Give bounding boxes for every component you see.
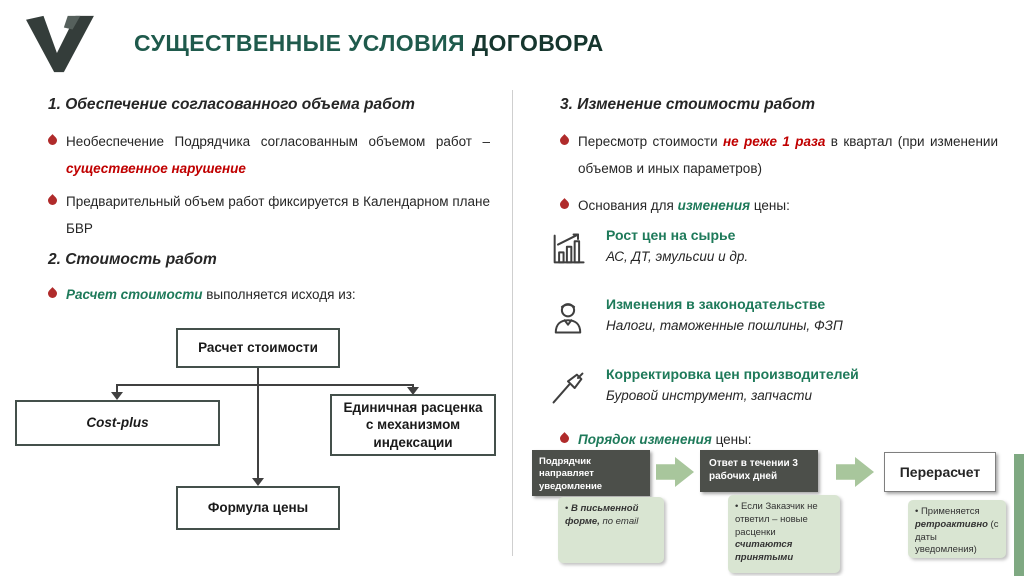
page-title: СУЩЕСТВЕННЫЕ УСЛОВИЯ ДОГОВОРА — [134, 30, 604, 57]
section1-heading: 1. Обеспечение согласованного объема раб… — [48, 96, 415, 113]
bullet-accent-red: существенное нарушение — [66, 161, 246, 176]
bullet-text: Основания для — [578, 198, 678, 213]
note-marker: • — [915, 506, 921, 517]
flame-bullet-icon — [46, 134, 59, 147]
flame-bullet-icon — [558, 198, 571, 211]
reason-texts: Корректировка цен производителей Буровой… — [606, 366, 859, 403]
process-step-recalculation: Перерасчет — [884, 452, 996, 492]
arrowhead-down-icon — [111, 392, 123, 400]
note-text: Если Заказчик не ответил – новые расценк… — [735, 501, 818, 538]
diagram-box-cost-calculation: Расчет стоимости — [176, 328, 340, 368]
green-accent-strip — [1014, 454, 1024, 576]
note-text: (с даты уведомления) — [915, 518, 999, 556]
bullet-item-change-grounds: Основания для изменения цены: — [558, 192, 998, 219]
process-note-retroactive: • Применяется ретроактивно (с даты уведо… — [908, 500, 1006, 558]
bullet-text: выполняется исходя из: — [202, 287, 356, 302]
bullet-accent-green: изменения — [677, 198, 751, 213]
note-text: Применяется — [920, 506, 980, 517]
reason-title: Изменения в законодательстве — [606, 296, 826, 312]
flow-arrow-icon — [656, 457, 694, 487]
process-note-written-form: • В письменной форме, по email — [558, 497, 664, 563]
bullet-text: в квартал (при изменении объемов и иных … — [578, 134, 998, 176]
bullet-accent-green: Расчет стоимости — [66, 287, 203, 302]
company-logo-icon — [26, 15, 94, 73]
connector-line — [412, 384, 414, 389]
connector-line — [257, 368, 259, 385]
reason-texts: Рост цен на сырье АС, ДТ, эмульсии и др. — [606, 227, 748, 264]
bar-chart-icon — [553, 233, 585, 264]
diagram-box-price-formula: Формула цены — [176, 486, 340, 530]
bullet-text: Предварительный объем работ фиксируется … — [66, 194, 490, 236]
reason-item-legislation: Изменения в законодательстве Налоги, там… — [548, 296, 998, 338]
bullet-accent-green: Порядок изменения — [578, 432, 712, 447]
reason-texts: Изменения в законодательстве Налоги, там… — [606, 296, 843, 333]
diagram-box-cost-plus: Cost-plus — [15, 400, 220, 446]
diagram-box-unit-rate: Единичная расценка с механизмом индексац… — [330, 394, 496, 456]
note-bold: ретроактивно — [915, 518, 988, 530]
bullet-item-scope-violation: Необеспечение Подрядчика согласованным о… — [46, 128, 490, 182]
bullet-text: Необеспечение Подрядчика согласованным о… — [66, 134, 490, 149]
person-icon — [554, 303, 582, 334]
bullet-accent-red: не реже 1 раза — [722, 134, 826, 149]
bullet-text: цены: — [750, 198, 790, 213]
reason-item-raw-materials: Рост цен на сырье АС, ДТ, эмульсии и др. — [548, 227, 998, 269]
reason-title: Рост цен на сырье — [606, 227, 736, 243]
process-note-silent-acceptance: • Если Заказчик не ответил – новые расце… — [728, 495, 840, 573]
note-text: по email — [599, 515, 639, 527]
bullet-text: цены: — [711, 432, 752, 447]
bullet-item-price-review: Пересмотр стоимости не реже 1 раза в ква… — [558, 128, 998, 182]
connector-line — [117, 384, 414, 386]
bullet-text: Пересмотр стоимости — [578, 134, 723, 149]
section2-heading: 2. Стоимость работ — [48, 251, 217, 268]
reason-subtitle: Налоги, таможенные пошлины, ФЗП — [606, 318, 843, 333]
flame-bullet-icon — [46, 194, 59, 207]
note-bold: В письменной форме, — [565, 503, 639, 527]
reason-item-manufacturer-prices: Корректировка цен производителей Буровой… — [548, 366, 998, 408]
column-divider — [512, 90, 513, 556]
flame-bullet-icon — [558, 134, 571, 147]
connector-line — [116, 384, 118, 394]
note-marker: • — [735, 501, 741, 512]
section3-heading: 3. Изменение стоимости работ — [560, 96, 816, 113]
bullet-item-change-procedure: Порядок изменения цены: — [558, 426, 998, 453]
flow-arrow-icon — [836, 457, 874, 487]
screwdriver-icon — [552, 372, 584, 404]
reason-title: Корректировка цен производителей — [606, 366, 859, 382]
note-marker: • — [565, 503, 571, 514]
reason-subtitle: АС, ДТ, эмульсии и др. — [606, 249, 749, 264]
flame-bullet-icon — [558, 432, 571, 445]
process-step-response: Ответ в течении 3 рабочих дней — [700, 450, 818, 492]
bullet-item-cost-calculation: Расчет стоимости выполняется исходя из: — [46, 281, 490, 308]
title-part-2: ДОГОВОРА — [471, 30, 604, 56]
reason-subtitle: Буровой инструмент, запчасти — [606, 388, 813, 403]
process-step-notification: Подрядчик направляет уведомление — [532, 450, 650, 496]
connector-line — [257, 385, 259, 479]
bullet-item-preliminary-scope: Предварительный объем работ фиксируется … — [46, 188, 490, 242]
arrowhead-down-icon — [407, 387, 419, 395]
title-part-1: СУЩЕСТВЕННЫЕ УСЛОВИЯ — [134, 30, 472, 56]
note-bold: считаются принятыми — [735, 539, 794, 564]
flame-bullet-icon — [46, 287, 59, 300]
arrowhead-down-icon — [252, 478, 264, 486]
